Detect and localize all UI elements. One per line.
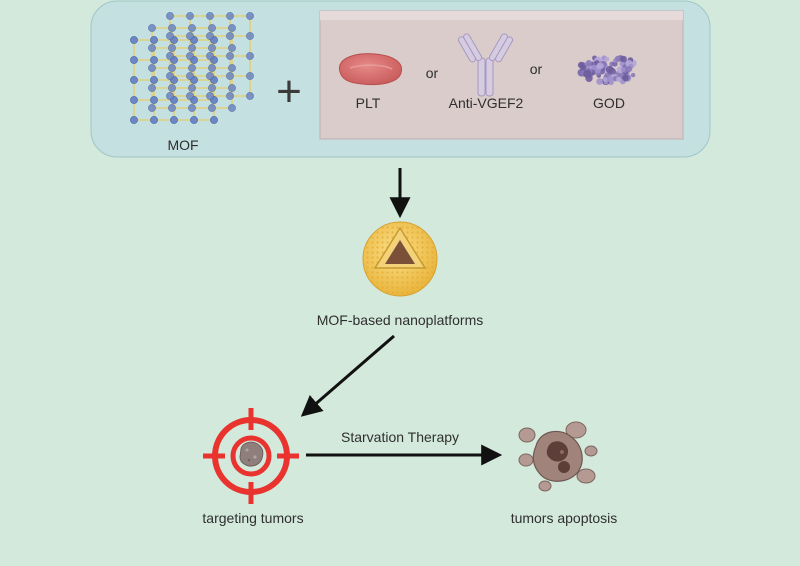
- mof-label: MOF: [167, 137, 198, 153]
- anti-vgef2-label: Anti-VGEF2: [449, 95, 524, 111]
- plus-sign: +: [276, 67, 302, 116]
- apoptotic-cell-icon: [518, 421, 598, 492]
- therapy-arrow-label: Starvation Therapy: [341, 429, 459, 445]
- tumor-icon: [239, 441, 264, 467]
- or-label-1: or: [426, 65, 439, 81]
- god-enzyme-icon: [577, 55, 637, 86]
- or-label-2: or: [530, 61, 543, 77]
- god-label: GOD: [593, 95, 625, 111]
- plt-label: PLT: [356, 95, 381, 111]
- nanoplatform-label: MOF-based nanoplatforms: [317, 312, 484, 328]
- apoptosis-label: tumors apoptosis: [511, 510, 618, 526]
- target-crosshair-icon: [203, 408, 299, 504]
- options-box-top-strip: [320, 11, 683, 20]
- diagonal-arrow: [300, 334, 395, 417]
- nanoplatform-icon: [362, 221, 438, 297]
- targeting-label: targeting tumors: [202, 510, 303, 526]
- mof-lattice-icon: [130, 12, 254, 124]
- antibody-icon: [457, 33, 514, 97]
- platelet-icon: [339, 53, 403, 86]
